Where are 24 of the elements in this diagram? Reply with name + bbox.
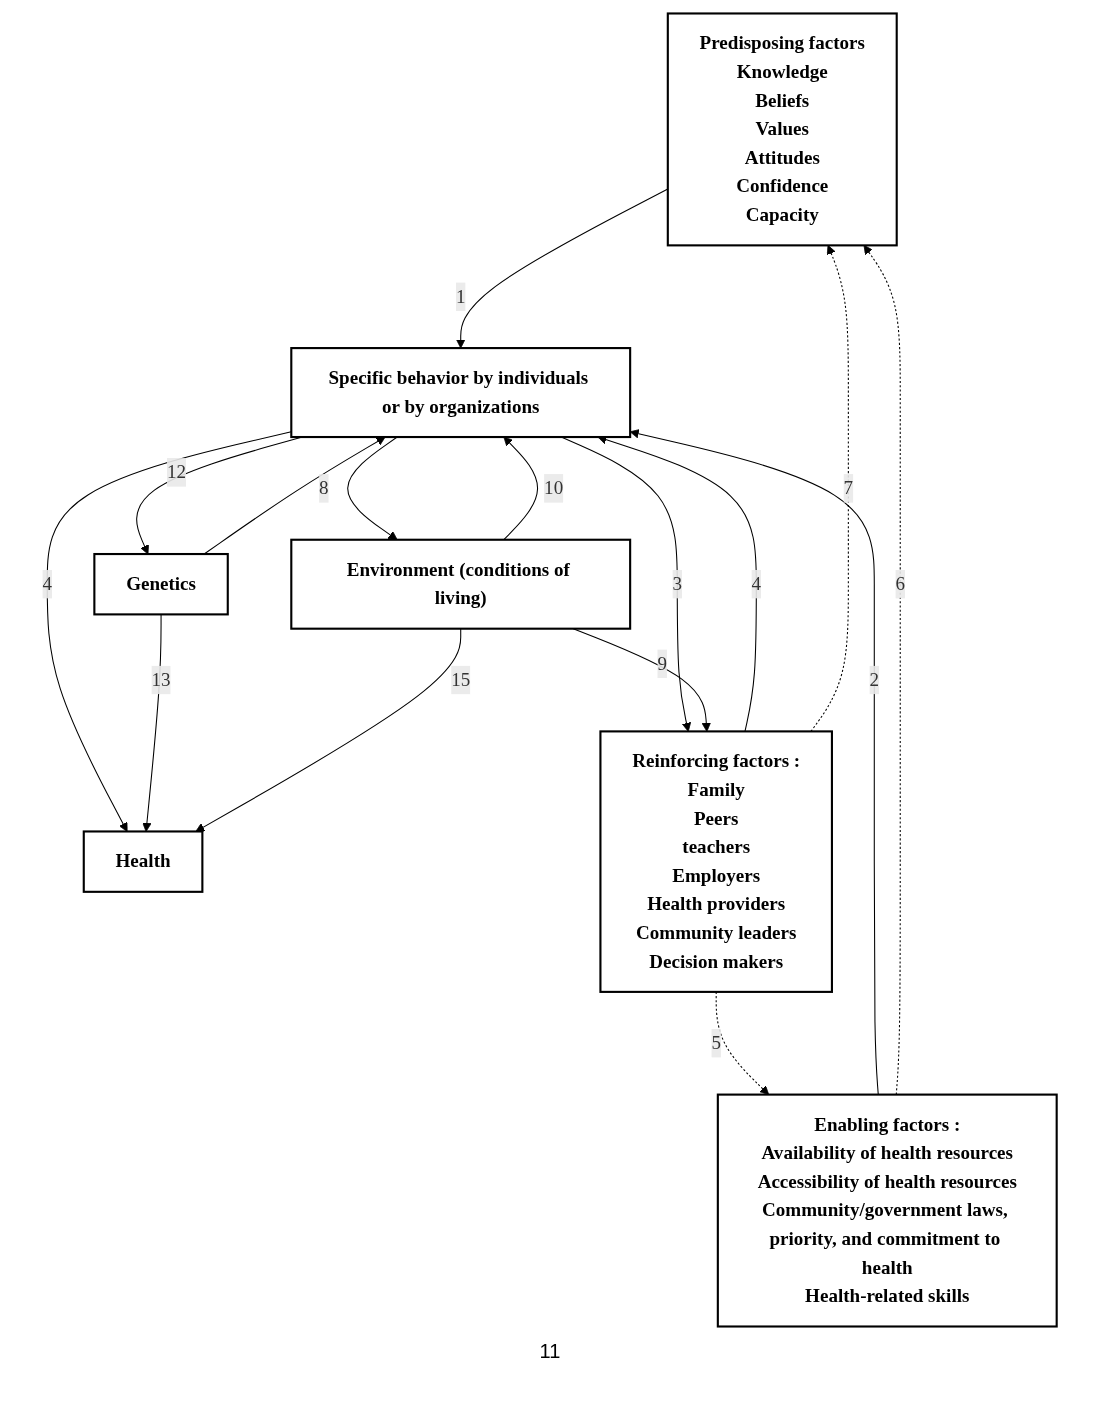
- node-box: Environment (conditions of living): [290, 538, 632, 630]
- edge-label: 13: [151, 668, 172, 691]
- edge-label: 7: [844, 477, 854, 499]
- arrow: [456, 188, 669, 349]
- node-box: Reinforcing factors : Family Peers teachers Employers Health providers Community leaders Decision makers: [599, 730, 834, 993]
- node-box: Enabling factors : Availability of health resources Accessibility of health resources Community/government laws, priority, and commitment to health Health-related skills: [717, 1093, 1059, 1328]
- edge-label: 2: [869, 668, 880, 691]
- edge-label: 3: [672, 573, 683, 595]
- edge-label: 4: [751, 573, 762, 595]
- node-box: Predisposing factors Knowledge Beliefs Values Attitudes Confidence Capacity: [667, 12, 899, 247]
- edge-label: 4: [42, 573, 53, 595]
- edge-label: 1: [456, 285, 466, 307]
- node-box: Specific behavior by individuals or by organizations: [290, 347, 632, 439]
- edge-label: 12: [167, 461, 187, 483]
- edge-label: 5: [711, 1032, 722, 1054]
- edge-label: 15: [451, 668, 471, 691]
- node-box: Genetics: [93, 553, 230, 616]
- node-box: Health: [83, 830, 204, 893]
- edge-label: 8: [319, 477, 330, 499]
- edge-label: 9: [657, 652, 668, 674]
- note-text: 11: [539, 1340, 561, 1362]
- edge-label: 6: [895, 573, 906, 595]
- arrow: [195, 628, 462, 832]
- edge-label: 10: [544, 477, 564, 499]
